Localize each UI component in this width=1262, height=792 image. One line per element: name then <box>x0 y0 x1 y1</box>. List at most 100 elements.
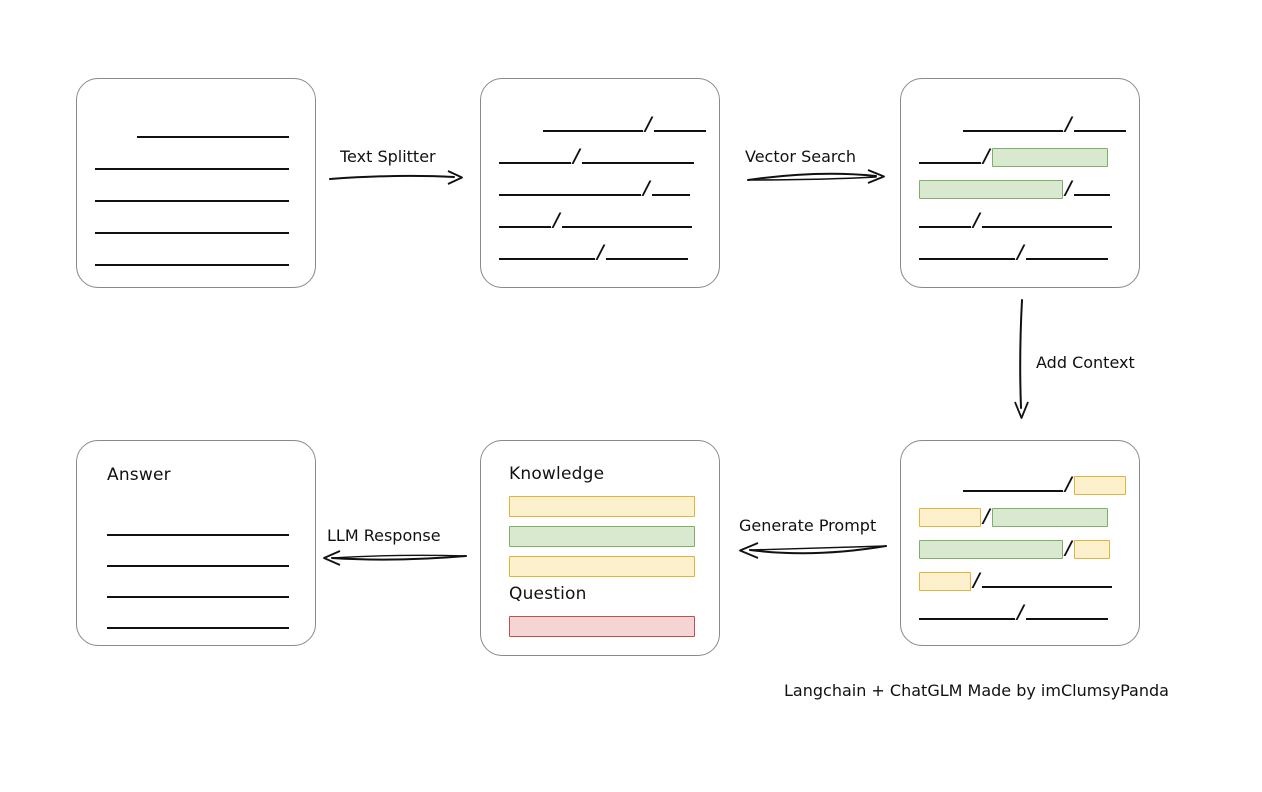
text-line <box>107 550 289 570</box>
line-segment <box>107 534 289 536</box>
text-line <box>137 121 289 141</box>
chunk-separator: / <box>1065 112 1072 135</box>
highlight-chip-yellow[interactable] <box>919 571 971 591</box>
line-segment <box>919 162 981 164</box>
text-line <box>107 612 289 632</box>
arrow-vector-search <box>747 169 885 184</box>
line-segment <box>499 162 571 164</box>
prompt-box[interactable]: Knowledge Question <box>480 440 720 656</box>
line-segment <box>95 232 289 234</box>
text-line <box>95 153 289 173</box>
arrow-label-generate-prompt: Generate Prompt <box>739 516 877 535</box>
chunk-row: / <box>499 144 694 167</box>
line-segment <box>1025 618 1108 620</box>
arrow-label-add-context: Add Context <box>1036 353 1135 372</box>
chunk-separator: / <box>553 208 560 231</box>
line-segment <box>981 586 1112 588</box>
answer-label: Answer <box>107 465 171 485</box>
line-segment <box>95 264 289 266</box>
chunk-row: / <box>963 472 1126 495</box>
arrow-add-context <box>1014 299 1029 419</box>
chunk-row: / <box>499 240 688 263</box>
chunk-separator: / <box>973 208 980 231</box>
line-segment <box>107 627 289 629</box>
line-segment <box>651 194 690 196</box>
chunk-separator: / <box>983 504 990 527</box>
chunk-row: / <box>919 146 1108 167</box>
arrow-label-llm-response: LLM Response <box>327 526 441 545</box>
prompt-bar-red[interactable] <box>509 616 695 637</box>
split-document-box[interactable]: / / / / / <box>480 78 720 288</box>
chunk-row: / <box>919 176 1110 199</box>
chunk-row: / <box>543 112 706 135</box>
line-segment <box>95 168 289 170</box>
line-segment <box>1025 258 1108 260</box>
chunk-separator: / <box>573 144 580 167</box>
line-segment <box>499 258 595 260</box>
line-segment <box>963 490 1063 492</box>
arrow-label-text-splitter: Text Splitter <box>340 147 436 166</box>
chunk-row: / <box>919 536 1110 559</box>
text-line <box>95 185 289 205</box>
arrow-label-vector-search: Vector Search <box>745 147 857 166</box>
knowledge-label: Knowledge <box>509 464 605 484</box>
line-segment <box>107 596 289 598</box>
text-line <box>95 217 289 237</box>
line-segment <box>499 226 551 228</box>
highlight-chip-green[interactable] <box>991 147 1108 167</box>
chunk-separator: / <box>1065 176 1072 199</box>
question-label: Question <box>509 584 587 604</box>
line-segment <box>963 130 1063 132</box>
chunk-separator: / <box>1065 536 1072 559</box>
line-segment <box>95 200 289 202</box>
prompt-bar-yellow[interactable] <box>509 556 695 577</box>
line-segment <box>1073 130 1126 132</box>
chunk-row: / <box>499 208 692 231</box>
chunk-separator: / <box>643 176 650 199</box>
matched-document-box[interactable]: / / / / / <box>900 78 1140 288</box>
chunk-row: / <box>919 240 1108 263</box>
prompt-bar-yellow[interactable] <box>509 496 695 517</box>
context-document-box[interactable]: / / / / / <box>900 440 1140 646</box>
source-document-box[interactable] <box>76 78 316 288</box>
line-segment <box>981 226 1112 228</box>
line-segment <box>561 226 692 228</box>
highlight-chip-green[interactable] <box>919 179 1063 199</box>
line-segment <box>107 565 289 567</box>
chunk-row: / <box>919 504 1108 527</box>
text-line <box>107 581 289 601</box>
prompt-bar-green[interactable] <box>509 526 695 547</box>
line-segment <box>543 130 643 132</box>
line-segment <box>919 258 1015 260</box>
chunk-row: / <box>499 176 690 199</box>
chunk-separator: / <box>597 240 604 263</box>
arrow-llm-response <box>323 550 467 566</box>
line-segment <box>499 194 641 196</box>
chunk-separator: / <box>1065 472 1072 495</box>
answer-box[interactable]: Answer <box>76 440 316 646</box>
highlight-chip-yellow[interactable] <box>1073 475 1126 495</box>
line-segment <box>581 162 694 164</box>
arrow-generate-prompt <box>739 542 887 559</box>
text-line <box>95 249 289 269</box>
highlight-chip-green[interactable] <box>919 539 1063 559</box>
chunk-separator: / <box>1017 600 1024 623</box>
text-line <box>107 519 289 539</box>
arrow-text-splitter <box>329 170 463 185</box>
line-segment <box>1073 194 1110 196</box>
line-segment <box>653 130 706 132</box>
chunk-row: / <box>919 600 1108 623</box>
highlight-chip-yellow[interactable] <box>1073 539 1110 559</box>
highlight-chip-green[interactable] <box>991 507 1108 527</box>
line-segment <box>919 618 1015 620</box>
chunk-separator: / <box>645 112 652 135</box>
line-segment <box>919 226 971 228</box>
chunk-separator: / <box>973 568 980 591</box>
line-segment <box>605 258 688 260</box>
highlight-chip-yellow[interactable] <box>919 507 981 527</box>
chunk-separator: / <box>1017 240 1024 263</box>
chunk-row: / <box>963 112 1126 135</box>
chunk-row: / <box>919 568 1112 591</box>
chunk-row: / <box>919 208 1112 231</box>
